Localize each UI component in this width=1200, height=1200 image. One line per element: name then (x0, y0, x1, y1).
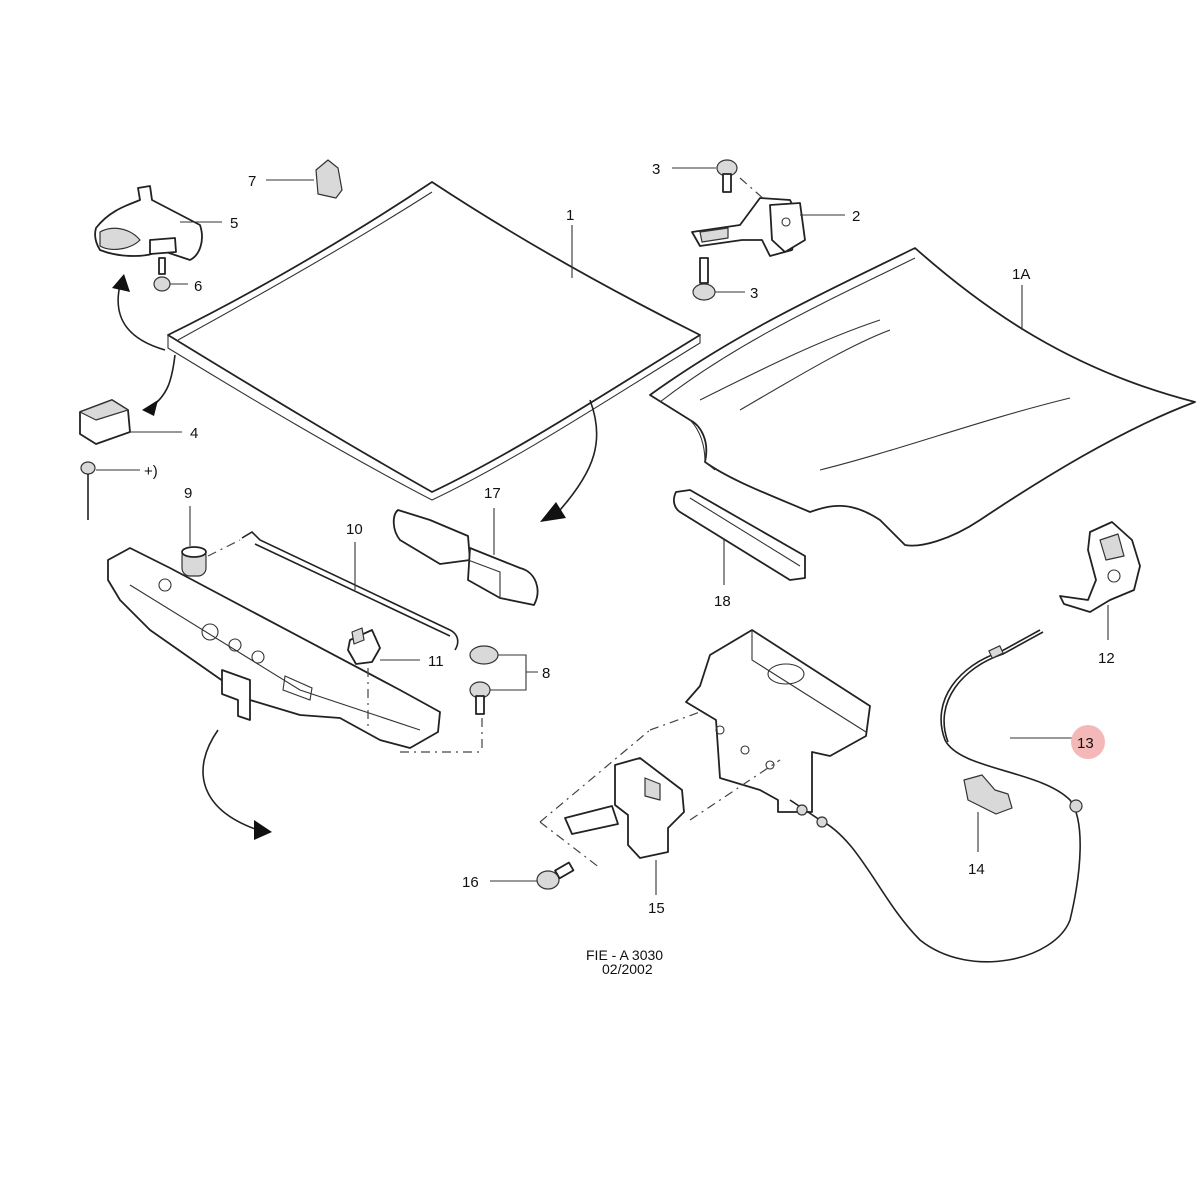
label-3-upper: 3 (652, 161, 660, 178)
seal-17 (392, 509, 539, 606)
label-1a: 1A (1012, 266, 1030, 283)
label-7: 7 (248, 173, 256, 190)
label-18: 18 (714, 593, 731, 610)
label-13: 13 (1077, 735, 1094, 752)
label-9: 9 (184, 485, 192, 502)
label-8: 8 (542, 665, 550, 682)
bumper-7 (315, 159, 343, 199)
leader-8 (490, 654, 538, 691)
label-plus: +) (144, 463, 158, 480)
label-2: 2 (852, 208, 860, 225)
arrow-to-4 (149, 354, 176, 409)
prop-rod-10 (241, 530, 459, 651)
screw-3-lower (692, 257, 716, 301)
clip-14 (963, 774, 1013, 815)
latch-axis-d (689, 759, 781, 821)
label-6: 6 (194, 278, 202, 295)
cap-8 (469, 645, 499, 665)
rivet-plus (80, 461, 96, 520)
clip-11 (347, 627, 381, 665)
highlight-13 (1071, 725, 1105, 759)
bolt-16 (536, 861, 575, 890)
latch-axis-b (539, 729, 651, 823)
screw-6 (153, 257, 171, 292)
label-15: 15 (648, 900, 665, 917)
arrowhead-to-5 (112, 274, 130, 292)
arrowhead-to-4 (142, 400, 158, 416)
cross-member (107, 547, 441, 749)
label-11: 11 (428, 653, 444, 670)
label-17: 17 (484, 485, 501, 502)
label-10: 10 (346, 521, 363, 538)
screw-8 (469, 681, 491, 715)
buffer-axis (207, 539, 241, 557)
arrow-to-5 (117, 284, 166, 351)
strip-18 (673, 489, 806, 581)
buffer-9 (181, 546, 207, 577)
latch-15 (564, 757, 685, 859)
label-16: 16 (462, 874, 479, 891)
label-4: 4 (190, 425, 198, 442)
arrow-to-17 (559, 399, 598, 511)
hood-hinge-part (691, 197, 806, 257)
hood-panel-part (167, 181, 701, 501)
latch-axis-a (649, 711, 701, 731)
holder-part (94, 185, 203, 261)
release-cable-13 (789, 629, 1083, 963)
screw-3-axis (739, 177, 766, 201)
safety-catch-12 (1059, 521, 1141, 613)
label-5: 5 (230, 215, 238, 232)
latch-support (685, 629, 871, 813)
screw-3-upper (716, 159, 738, 193)
arrowhead-to-17 (540, 502, 566, 522)
caption-date: 02/2002 (602, 961, 653, 977)
caption-code: FIE - A 3030 (586, 947, 663, 963)
arrow-lower (202, 729, 259, 831)
bracket-4 (79, 399, 131, 445)
styled-hood-part (649, 247, 1196, 547)
label-12: 12 (1098, 650, 1115, 667)
label-1: 1 (566, 207, 574, 224)
label-3-lower: 3 (750, 285, 758, 302)
latch-axis-c (539, 821, 601, 869)
label-14: 14 (968, 861, 985, 878)
arrowhead-lower (254, 820, 272, 840)
